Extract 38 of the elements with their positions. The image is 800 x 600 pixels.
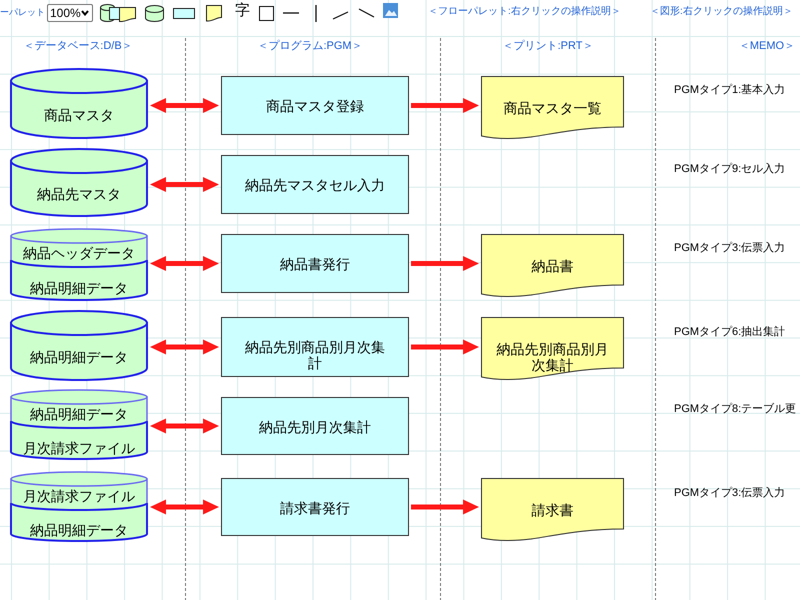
memo-text: PGMタイプ8:テーブル更 <box>674 403 796 416</box>
database-cylinder: 月次請求ファイル <box>10 420 148 460</box>
process-box: 納品先別月次集計 <box>221 397 409 455</box>
arrow <box>411 340 479 354</box>
double-arrow <box>150 256 219 271</box>
memo-text: PGMタイプ3:伝票入力 <box>674 487 786 500</box>
memo-text: PGMタイプ3:伝票入力 <box>674 242 786 256</box>
process-box: 請求書発行 <box>221 478 409 536</box>
document-shape: 納品書 <box>481 234 624 298</box>
memo-text: PGMタイプ9:セル入力 <box>674 163 786 176</box>
process-box: 商品マスタ登録 <box>221 76 409 135</box>
arrow <box>411 98 479 113</box>
text-tool: 字 <box>235 2 250 20</box>
process-box: 納品先マスタセル入力 <box>221 155 409 214</box>
column-header: ＜データベース:D/B＞ <box>23 40 133 54</box>
process-box: 納品書発行 <box>221 234 409 293</box>
toolbar-title: ーパレット <box>0 7 45 18</box>
database-cylinder: 納品明細データ <box>10 502 148 542</box>
column-header: ＜MEMO＞ <box>738 40 796 54</box>
memo-text: PGMタイプ1:基本入力 <box>674 84 786 98</box>
document-shape: 商品マスタ一覧 <box>481 76 624 140</box>
double-arrow <box>150 500 219 514</box>
arrow <box>411 256 479 271</box>
document-shape: 納品先別商品別月次集計 <box>481 317 624 381</box>
column-header: ＜プログラム:PGM＞ <box>257 40 363 54</box>
help-link: ＜図形:右クリックの操作説明＞ <box>650 6 793 18</box>
double-arrow <box>150 340 219 354</box>
double-arrow <box>150 177 219 192</box>
double-arrow <box>150 98 219 113</box>
document-shape: 請求書 <box>481 478 624 542</box>
help-link: ＜フローパレット:右クリックの操作説明＞ <box>428 6 621 18</box>
zoom-select: 100% <box>47 4 93 22</box>
arrow <box>411 500 479 514</box>
database-cylinder: 納品明細データ <box>10 259 148 301</box>
column-header: ＜プリント:PRT＞ <box>502 40 594 54</box>
double-arrow <box>150 418 219 434</box>
memo-text: PGMタイプ6:抽出集計 <box>674 326 786 340</box>
process-box: 納品先別商品別月次集計 <box>221 317 409 377</box>
